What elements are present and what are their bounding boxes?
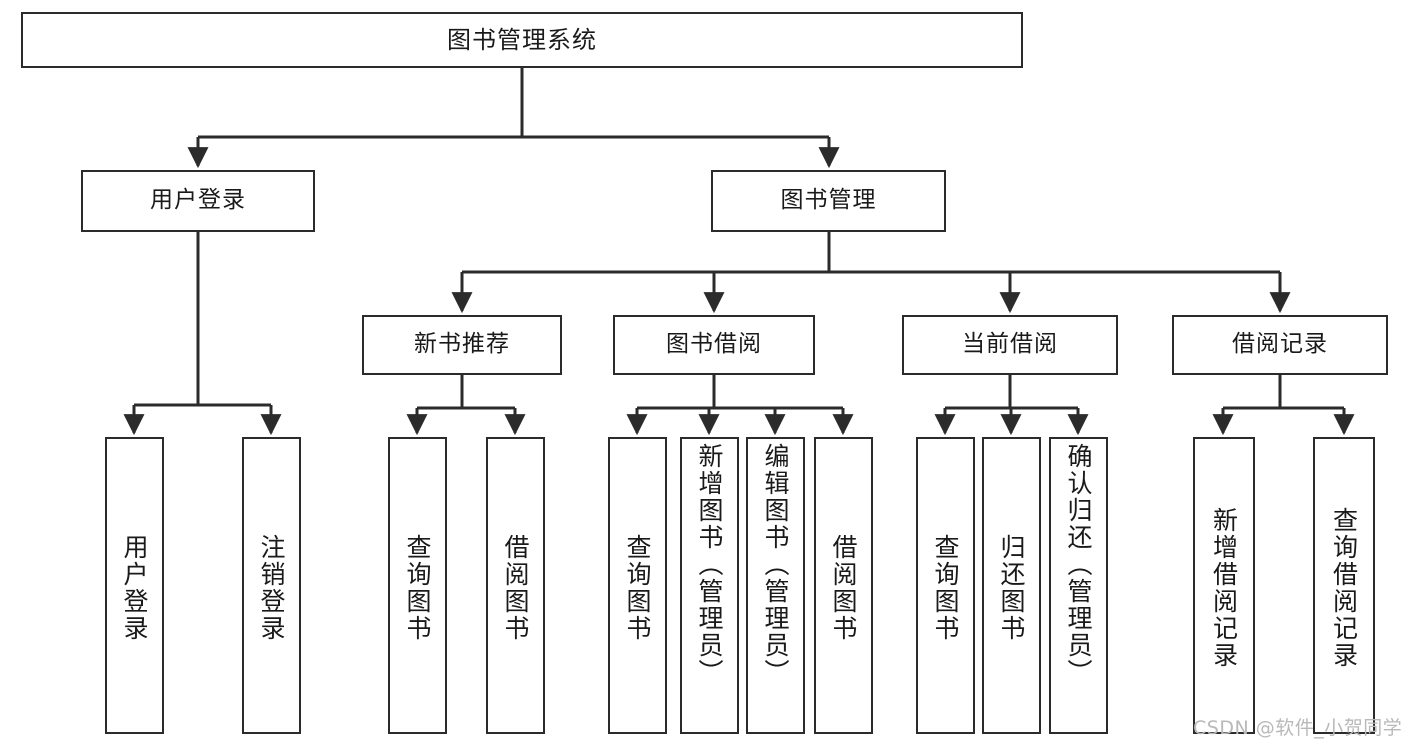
node-current-borrow-label: 当前借阅 — [962, 331, 1058, 358]
leaf-query-book-2[interactable]: 查询图书 — [608, 437, 667, 734]
leaf-user-login[interactable]: 用户登录 — [105, 437, 164, 734]
node-current-borrow[interactable]: 当前借阅 — [902, 315, 1118, 375]
node-borrow-record-label: 借阅记录 — [1232, 331, 1328, 358]
leaf-borrow-book-2[interactable]: 借阅图书 — [814, 437, 873, 734]
node-book-borrow-label: 图书借阅 — [666, 331, 762, 358]
node-new-book-recommend[interactable]: 新书推荐 — [362, 315, 562, 375]
leaf-confirm-return[interactable]: 确认归还（管理员） — [1049, 437, 1108, 734]
leaf-query-book-1-label: 查询图书 — [403, 533, 432, 642]
leaf-borrow-book-2-label: 借阅图书 — [829, 533, 858, 642]
csdn-watermark: CSDN @软件_小贺同学 — [1193, 717, 1403, 739]
node-book-management[interactable]: 图书管理 — [711, 170, 946, 232]
leaf-edit-book-label: 编辑图书（管理员） — [761, 443, 790, 686]
leaf-query-book-2-label: 查询图书 — [623, 533, 652, 642]
leaf-query-book-1[interactable]: 查询图书 — [388, 437, 447, 734]
leaf-query-record-label: 查询借阅记录 — [1329, 506, 1359, 669]
node-book-management-label: 图书管理 — [780, 187, 877, 214]
leaf-borrow-book-1[interactable]: 借阅图书 — [486, 437, 545, 734]
leaf-query-book-3[interactable]: 查询图书 — [916, 437, 975, 734]
leaf-user-logout-label: 注销登录 — [257, 533, 286, 642]
leaf-user-logout[interactable]: 注销登录 — [242, 437, 301, 734]
leaf-add-record-label: 新增借阅记录 — [1209, 506, 1239, 669]
node-new-book-recommend-label: 新书推荐 — [414, 331, 510, 358]
node-root-label: 图书管理系统 — [447, 25, 597, 54]
leaf-user-login-label: 用户登录 — [120, 533, 149, 642]
leaf-add-record[interactable]: 新增借阅记录 — [1193, 437, 1255, 734]
leaf-edit-book[interactable]: 编辑图书（管理员） — [746, 437, 805, 734]
leaf-query-record[interactable]: 查询借阅记录 — [1313, 437, 1375, 734]
node-borrow-record[interactable]: 借阅记录 — [1172, 315, 1388, 375]
leaf-return-book[interactable]: 归还图书 — [982, 437, 1041, 734]
node-book-borrow[interactable]: 图书借阅 — [613, 315, 815, 375]
leaf-return-book-label: 归还图书 — [997, 533, 1026, 642]
leaf-add-book[interactable]: 新增图书（管理员） — [680, 437, 739, 734]
node-user-login[interactable]: 用户登录 — [81, 170, 315, 232]
leaf-query-book-3-label: 查询图书 — [931, 533, 960, 642]
node-root[interactable]: 图书管理系统 — [21, 12, 1023, 68]
leaf-add-book-label: 新增图书（管理员） — [695, 443, 724, 686]
node-user-login-label: 用户登录 — [150, 187, 246, 214]
leaf-borrow-book-1-label: 借阅图书 — [501, 533, 530, 642]
leaf-confirm-return-label: 确认归还（管理员） — [1064, 443, 1093, 686]
